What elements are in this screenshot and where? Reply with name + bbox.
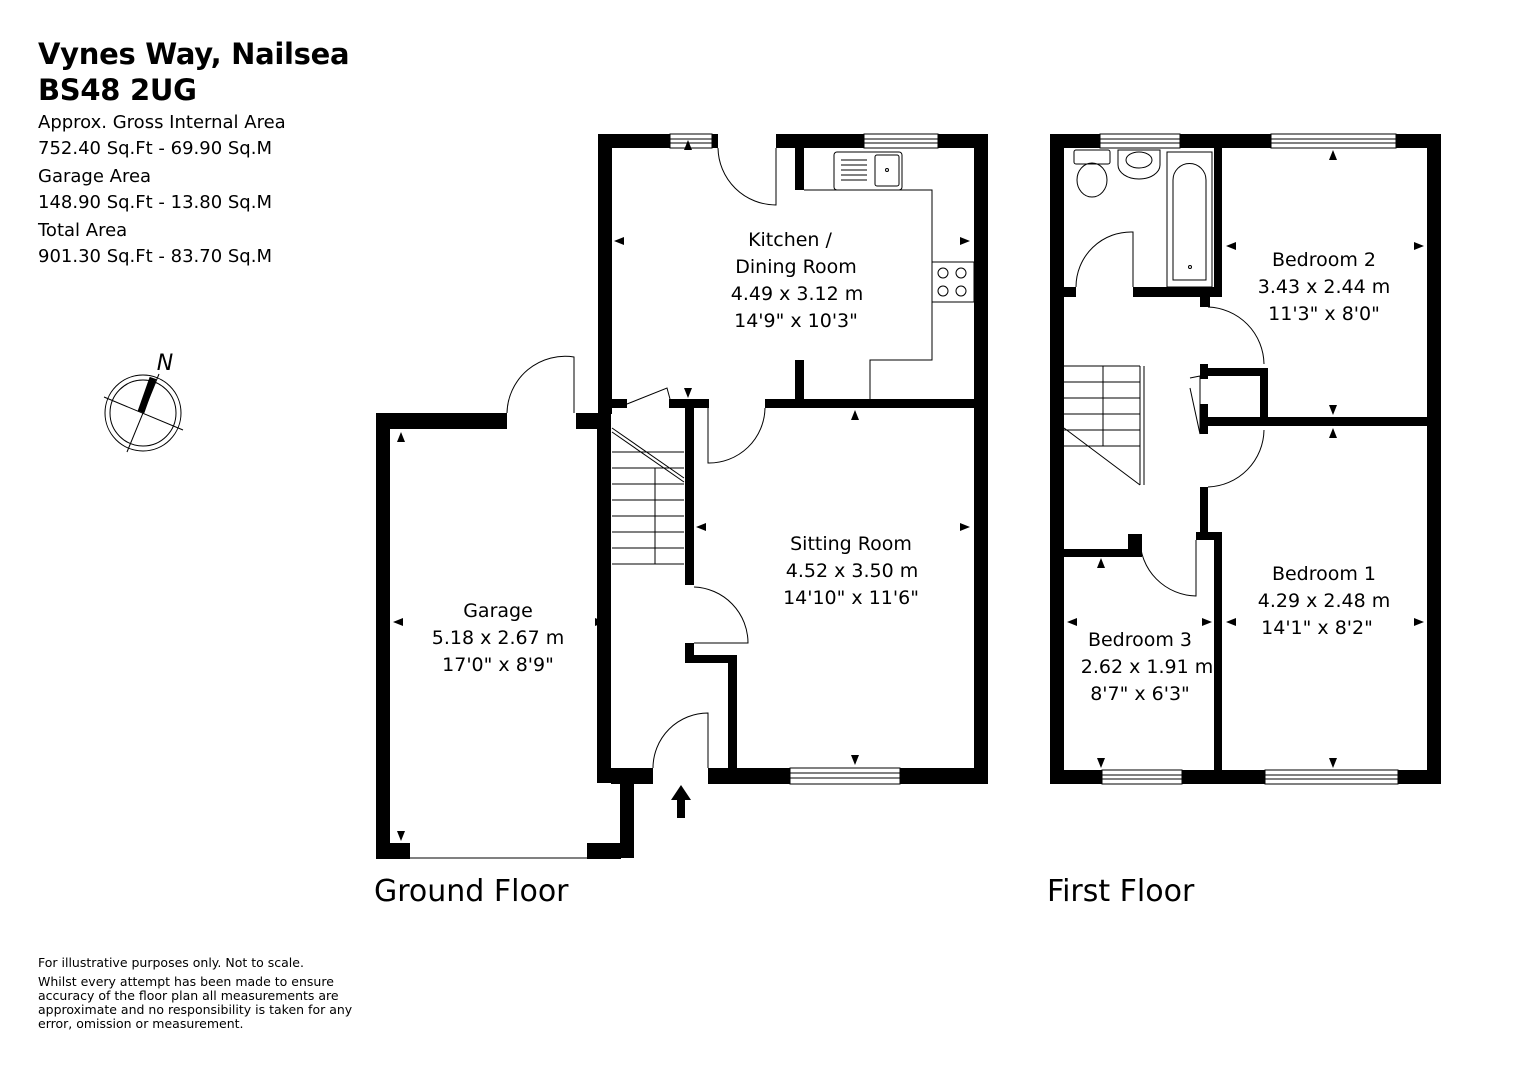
room-metric-bedroom-1: 4.29 x 2.48 m — [1258, 590, 1390, 612]
area-value: 901.30 Sq.Ft - 83.70 Sq.M — [38, 246, 272, 267]
disclaimer-scale-note: For illustrative purposes only. Not to s… — [38, 955, 304, 970]
room-name-kitchen-2: Dining Room — [735, 256, 856, 278]
first-floor-dimension-markers — [1067, 150, 1424, 768]
disclaimer: For illustrative purposes only. Not to s… — [38, 955, 378, 1031]
room-metric-sitting-room: 4.52 x 3.50 m — [786, 560, 918, 582]
room-name-sitting-room: Sitting Room — [790, 533, 912, 555]
area-label: Approx. Gross Internal Area — [38, 112, 286, 133]
postcode: BS48 2UG — [38, 73, 197, 107]
property-header: Vynes Way, Nailsea BS48 2UG Approx. Gros… — [38, 36, 350, 270]
north-compass-icon: N — [103, 351, 184, 453]
ground-floor-label: Ground Floor — [374, 874, 569, 909]
area-label: Total Area — [38, 220, 128, 241]
ground-floor-fixtures — [410, 133, 975, 859]
first-floor-label: First Floor — [1047, 874, 1195, 909]
area-label: Garage Area — [38, 166, 152, 187]
room-imperial-garage: 17'0" x 8'9" — [442, 654, 554, 676]
room-imperial-sitting-room: 14'10" x 11'6" — [783, 587, 919, 609]
room-name-bedroom-2: Bedroom 2 — [1272, 249, 1376, 271]
area-gross-internal: Approx. Gross Internal Area 752.40 Sq.Ft… — [38, 110, 349, 162]
room-imperial-kitchen: 14'9" x 10'3" — [734, 310, 858, 332]
room-imperial-bedroom-3: 8'7" x 6'3" — [1090, 683, 1190, 705]
first-floor-fixtures — [1063, 133, 1399, 785]
room-imperial-bedroom-1: 14'1" x 8'2" — [1261, 617, 1373, 639]
room-metric-bedroom-3: 2.62 x 1.91 m — [1081, 656, 1213, 678]
room-metric-bedroom-2: 3.43 x 2.44 m — [1258, 276, 1390, 298]
entrance-arrow-icon — [671, 785, 691, 818]
ground-floor-dimension-markers — [393, 140, 970, 841]
first-floor-room-labels: Bedroom 2 3.43 x 2.44 m 11'3" x 8'0" Bed… — [1081, 249, 1390, 705]
address-line-1: Vynes Way, Nailsea — [38, 37, 350, 71]
room-name-bedroom-3: Bedroom 3 — [1088, 629, 1192, 651]
compass-north-label: N — [157, 351, 173, 376]
room-name-bedroom-1: Bedroom 1 — [1272, 563, 1376, 585]
area-value: 752.40 Sq.Ft - 69.90 Sq.M — [38, 138, 272, 159]
room-name-kitchen: Kitchen / — [748, 229, 832, 251]
area-total: Total Area 901.30 Sq.Ft - 83.70 Sq.M — [38, 218, 349, 270]
ground-floor-plan — [376, 134, 988, 859]
room-metric-garage: 5.18 x 2.67 m — [432, 627, 564, 649]
room-metric-kitchen: 4.49 x 3.12 m — [731, 283, 863, 305]
first-floor-plan — [1050, 134, 1441, 784]
area-value: 148.90 Sq.Ft - 13.80 Sq.M — [38, 192, 272, 213]
disclaimer-accuracy-note: Whilst every attempt has been made to en… — [38, 974, 353, 1031]
ground-floor-room-labels: Kitchen / Dining Room 4.49 x 3.12 m 14'9… — [432, 229, 919, 676]
room-imperial-bedroom-2: 11'3" x 8'0" — [1268, 303, 1380, 325]
area-garage: Garage Area 148.90 Sq.Ft - 13.80 Sq.M — [38, 164, 349, 216]
room-name-garage: Garage — [463, 600, 533, 622]
